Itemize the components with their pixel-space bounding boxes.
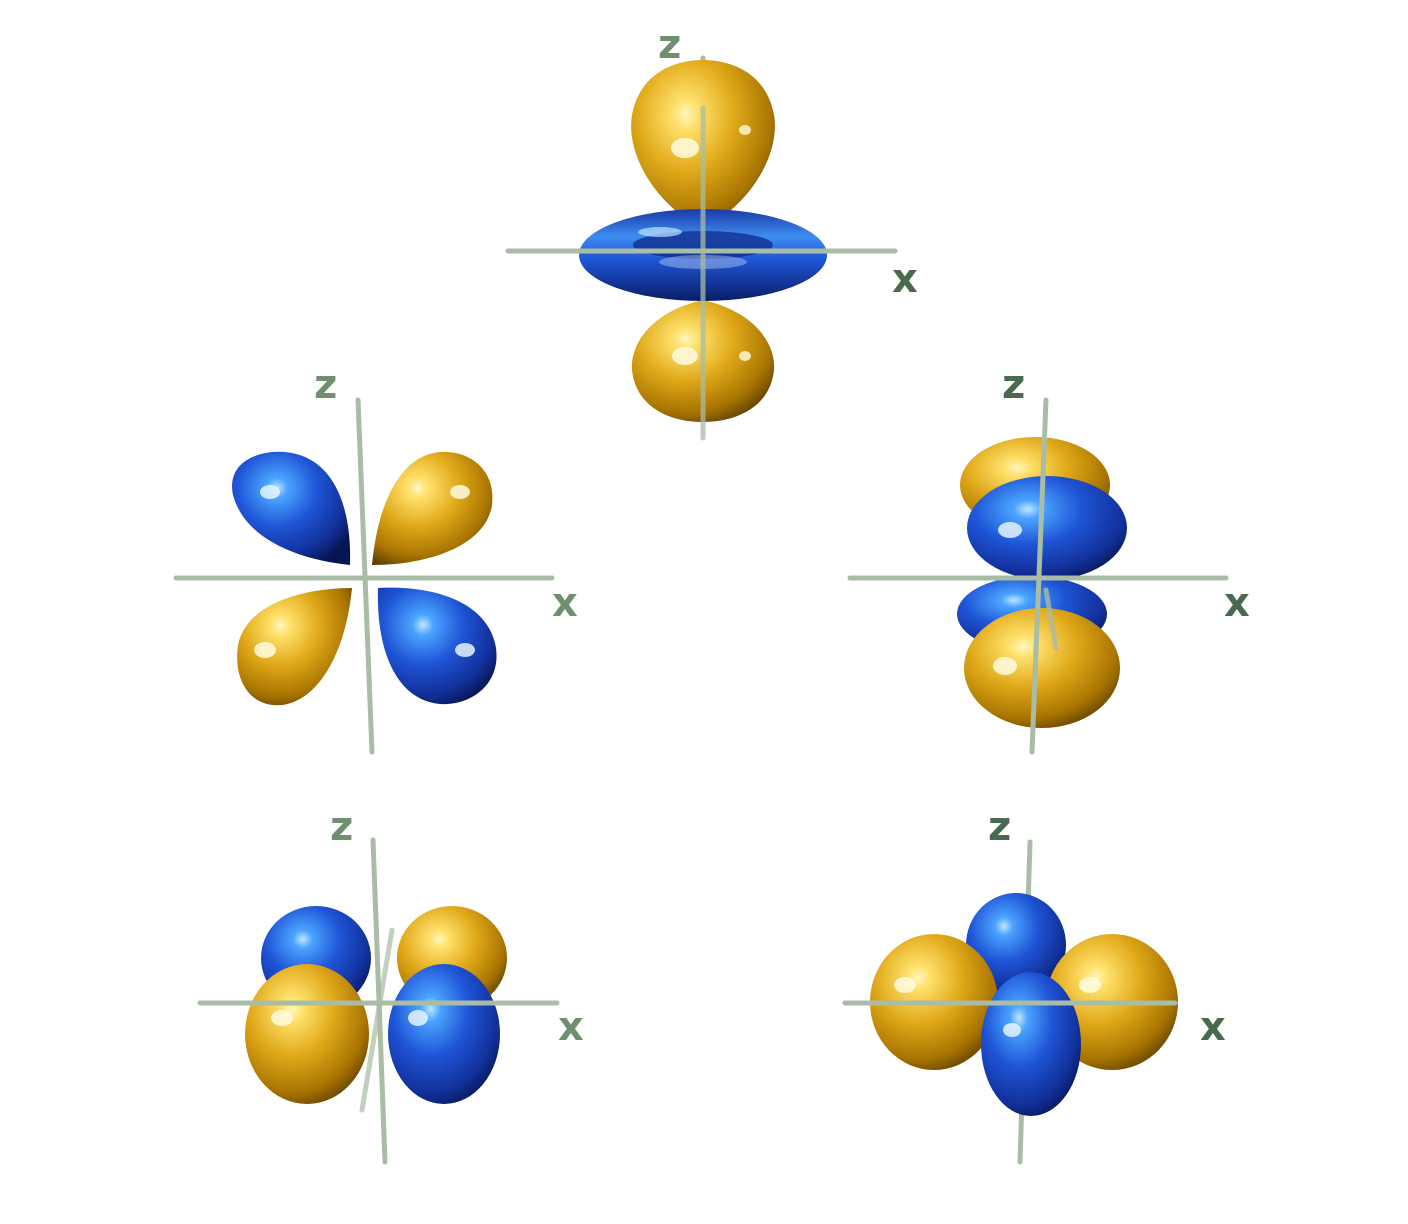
highlight — [450, 485, 470, 499]
highlight — [1003, 1023, 1021, 1037]
highlight — [671, 138, 699, 158]
orbital-dyz: z x — [847, 362, 1250, 755]
axis-label-z: z — [314, 362, 337, 408]
axis-label-x: x — [558, 1004, 584, 1050]
lobe-gold-upper-right — [372, 451, 493, 565]
y-axis — [1043, 587, 1059, 651]
axis-label-x: x — [892, 256, 918, 302]
lobe-blue-front — [981, 972, 1081, 1116]
lobe-gold-lower-left — [237, 588, 352, 706]
y-axis — [359, 927, 395, 1113]
orbital-dx2-y2: z x — [842, 804, 1226, 1165]
highlight — [894, 977, 916, 993]
highlight — [998, 522, 1022, 538]
axis-label-z: z — [1002, 362, 1025, 408]
highlight — [408, 1010, 428, 1026]
highlight — [254, 642, 276, 658]
highlight — [638, 227, 682, 237]
highlight — [271, 1010, 293, 1026]
highlight — [739, 351, 751, 361]
axis-label-x: x — [1200, 1004, 1226, 1050]
lobe-blue-front-right — [388, 964, 500, 1104]
axis-label-z: z — [988, 804, 1011, 850]
orbital-dxz: z x — [173, 362, 578, 755]
lobe-blue-lower-right — [377, 587, 497, 705]
axis-label-x: x — [1224, 580, 1250, 626]
highlight — [1079, 977, 1101, 993]
lobe-blue-back — [966, 893, 1066, 997]
highlight — [455, 643, 475, 657]
highlight — [672, 347, 698, 365]
lobe-blue-upper-front — [967, 476, 1127, 580]
highlight — [993, 657, 1017, 675]
axis-label-x: x — [552, 580, 578, 626]
orbital-dz2: z x — [505, 22, 918, 441]
highlight — [260, 485, 280, 499]
highlight — [739, 125, 751, 135]
orbital-dxy: z x — [197, 804, 584, 1165]
lobe-gold-lower-front — [964, 608, 1120, 728]
lobe-blue-upper-left — [232, 451, 351, 565]
lobe-gold-front-left — [245, 964, 369, 1104]
axis-label-z: z — [658, 22, 681, 68]
axis-label-z: z — [330, 804, 353, 850]
